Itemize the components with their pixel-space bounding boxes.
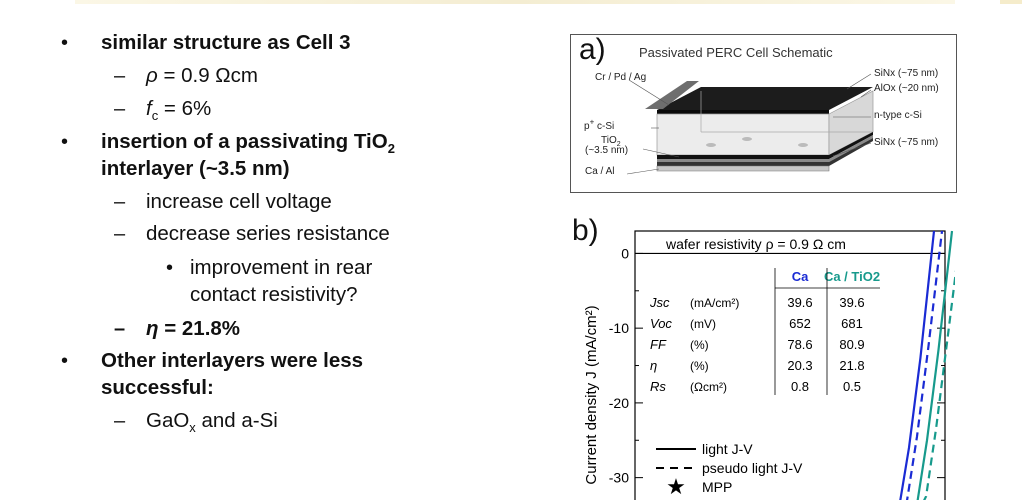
sub-bullet-efficiency: η = 21.8% [146,317,240,341]
table-cell: 0.5 [843,379,861,394]
table-cell: 80.9 [839,337,864,352]
bullet-marker: • [61,131,69,153]
bullet-2-line-1: insertion of a passivating TiO2 [101,130,395,157]
series-line [923,269,955,500]
table-row-label: η [650,358,657,373]
legend-label: MPP [702,479,732,495]
table-cell: 21.8 [839,358,864,373]
table-cell: 0.8 [791,379,809,394]
gaox-text: GaO [146,409,190,432]
bullet-2-line-2: interlayer (~3.5 nm) [101,157,290,180]
cell-schematic-drawing [626,73,874,175]
bullet-3-line-1: Other interlayers were less [101,349,364,372]
bullet-2-text: insertion of a passivating TiO [101,130,388,153]
dash-marker: – [114,191,126,213]
dash-marker: – [114,65,126,87]
asi-text: and a-Si [195,409,278,432]
fc-subscript: c [151,108,159,124]
dash-marker: – [114,318,126,340]
bullet-marker: • [61,350,69,372]
alo-label: AlOx (~20 nm) [874,83,939,94]
subsub-bullet-line-1: improvement in rear [190,256,373,279]
series-line [916,230,954,500]
table-cell: 78.6 [787,337,812,352]
p-si-p: p [584,121,590,132]
ntype-label: n-type c-Si [874,110,922,121]
dash-marker: – [114,223,126,245]
sub-bullet-resistance: decrease series resistance [146,222,390,245]
chart-title: wafer resistivity ρ = 0.9 Ω cm [665,236,846,252]
top-accent-dot [1000,0,1022,4]
tio2-text: TiO [601,135,617,146]
sin-bottom-label: SiNx (~75 nm) [874,137,939,148]
legend-label: pseudo light J-V [702,460,803,476]
y-axis-label: Current density J (mA/cm²) [583,305,600,484]
p-si-rest: c-Si [594,121,615,132]
bullet-3-line-2: successful: [101,376,214,399]
y-tick-label: -30 [609,470,629,486]
bullet-1-text: similar structure as Cell 3 [101,31,351,54]
table-row-label: Rs [650,379,666,394]
y-tick-label: -10 [609,320,629,336]
table-row-unit: (mA/cm²) [690,296,739,310]
eta-symbol: η [146,317,159,340]
table-row-label: Voc [650,316,672,331]
gaox-subscript: x [189,420,196,436]
tio2-label: TiO2 [601,135,621,148]
top-accent-bar [75,0,955,4]
front-contact-label: Cr / Pd / Ag [595,72,647,83]
subsub-bullet-line-2: contact resistivity? [190,283,358,306]
table-column-header: Ca [792,269,809,284]
tio2-thickness-label: (~3.5 nm) [585,145,629,156]
rear-contact-label: Ca / Al [585,166,615,177]
table-row-unit: (Ωcm²) [690,380,727,394]
sub-bullet-voltage: increase cell voltage [146,190,332,213]
dash-marker: – [114,98,126,120]
table-cell: 681 [841,316,863,331]
p-si-plus: + [589,117,595,127]
table-cell: 20.3 [787,358,812,373]
eta-value: = 21.8% [158,317,241,340]
table-row-unit: (%) [690,338,709,352]
panel-a-tag: a) [579,33,606,66]
y-tick-label: -20 [609,395,629,411]
legend-star-marker: ★ [666,475,686,500]
table-column-header: Ca / TiO2 [824,269,880,284]
series-line [905,230,944,500]
tio2-subscript: 2 [387,141,395,157]
fc-value: = 6% [158,97,212,120]
plot-frame [634,230,946,500]
legend-label: light J-V [702,441,753,457]
panel-b-tag: b) [572,214,599,247]
table-cell: 39.6 [839,295,864,310]
table-cell: 39.6 [787,295,812,310]
bullet-marker: • [166,257,174,279]
rho-symbol: ρ [146,64,158,87]
table-row-label: FF [650,337,667,352]
fc-symbol: f [146,97,152,120]
sub-bullet-other: GaOx and a-Si [146,409,278,436]
series-line [899,230,936,500]
table-row-label: Jsc [649,295,670,310]
jv-chart: 0 -10 -20 -30 Current density J (mA/cm²) wafe… [583,230,955,500]
panel-a-schematic: a) Passivated PERC Cell Schematic Cr / [570,33,957,193]
table-row-unit: (%) [690,359,709,373]
table-cell: 652 [789,316,811,331]
table-row-unit: (mV) [690,317,716,331]
tio2-sub: 2 [616,141,621,148]
schematic-title: Passivated PERC Cell Schematic [639,45,833,60]
bullet-list: • similar structure as Cell 3 – ρ = 0.9 … [61,31,395,436]
bullet-marker: • [61,32,69,54]
rho-value: = 0.9 Ωcm [157,64,258,87]
dash-marker: – [114,410,126,432]
p-si-label: p+ c-Si [584,117,615,132]
bullet-1: similar structure as Cell 3 [101,31,351,55]
sin-top-label: SiNx (~75 nm) [874,68,939,79]
sub-bullet-fc: fc = 6% [146,97,212,124]
y-tick-label: 0 [621,245,629,261]
sub-bullet-rho: ρ = 0.9 Ωcm [146,64,258,88]
